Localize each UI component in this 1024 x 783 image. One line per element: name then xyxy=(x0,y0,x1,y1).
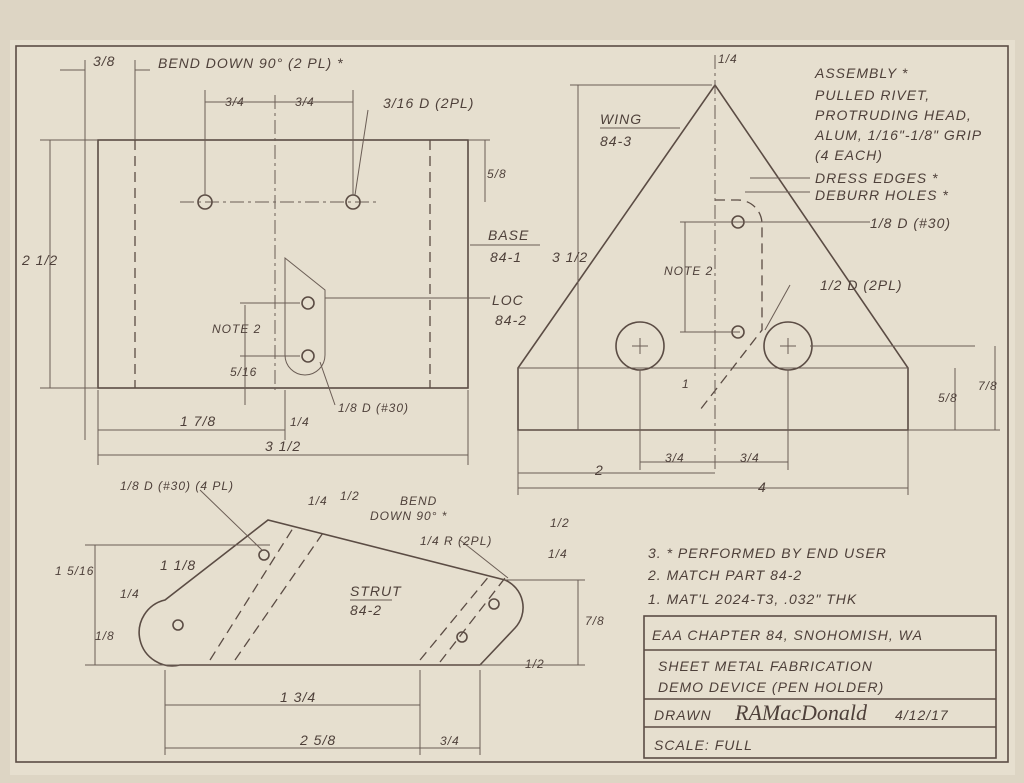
dim-base-width: 3 1/2 xyxy=(265,438,301,454)
loc-part-number: 84-2 xyxy=(495,312,527,328)
bend-note: BEND DOWN 90° (2 PL) * xyxy=(158,55,344,71)
loc-outline-hidden xyxy=(699,199,763,411)
dim-hole-from-top: 5/8 xyxy=(487,167,507,181)
dress-edges-note: DRESS EDGES * xyxy=(815,170,938,186)
dim-half-width: 2 xyxy=(594,462,604,478)
wing-large-hole-callout: 1/2 D (2PL) xyxy=(820,277,903,293)
dim-strut-right-b: 1/4 xyxy=(548,547,568,561)
dim-strut-right-a: 1/2 xyxy=(550,516,570,530)
note-2: 2. MATCH PART 84-2 xyxy=(647,567,802,583)
deburr-holes-note: DEBURR HOLES * xyxy=(815,187,949,203)
drawing-title-line-2: DEMO DEVICE (PEN HOLDER) xyxy=(658,679,884,695)
assembly-line: PROTRUDING HEAD, xyxy=(815,107,972,123)
wing-note-ref: NOTE 2 xyxy=(664,264,713,278)
dim-strut-top-a: 1/4 xyxy=(308,494,328,508)
dim-loc-from-left: 1 7/8 xyxy=(180,413,216,429)
base-outline xyxy=(97,139,469,389)
strut-part-number: 84-2 xyxy=(350,602,382,618)
drawing-title-line-1: SHEET METAL FABRICATION xyxy=(658,658,873,674)
drawn-date: 4/12/17 xyxy=(895,707,949,723)
dim-hole-right: 3/4 xyxy=(740,451,760,465)
title-block: EAA CHAPTER 84, SNOHOMISH, WA SHEET META… xyxy=(643,615,997,759)
base-view: 3/8 BEND DOWN 90° (2 PL) * 3/4 3/4 3/16 … xyxy=(21,53,540,465)
general-notes: 3. * PERFORMED BY END USER 2. MATCH PART… xyxy=(647,545,887,607)
sheet xyxy=(10,40,1015,775)
strut-bend-left xyxy=(209,524,296,661)
wing-view: 1/4 WING 84-3 3 1/2 NOTE 2 1/8 D (#30) 1… xyxy=(517,52,1000,495)
dim-strut-right-height: 7/8 xyxy=(585,614,605,628)
loc-hole-callout: 1/8 D (#30) xyxy=(338,401,409,415)
note-1: 1. MAT'L 2024-T3, .032" THK xyxy=(648,591,857,607)
dim-strut-left-len: 1 1/8 xyxy=(160,557,196,573)
dim-hole-height: 5/8 xyxy=(938,391,958,405)
strut-bend-note: BEND xyxy=(400,494,437,508)
strut-view: 1/8 D (#30) (4 PL) 1/4 1/2 BEND DOWN 90°… xyxy=(55,479,605,755)
wing-part-number: 84-3 xyxy=(600,133,632,149)
dim-strut-bottom-b: 2 5/8 xyxy=(299,732,336,748)
dim-loc-width: 1/4 xyxy=(290,415,310,429)
scale: SCALE: FULL xyxy=(654,737,753,753)
dim-hole-spacing-right: 3/4 xyxy=(295,95,315,109)
dim-hole-spacing: 1 xyxy=(682,377,690,391)
dim-strut-bottom-a: 1 3/4 xyxy=(280,689,316,705)
hole-callout: 3/16 D (2PL) xyxy=(383,95,474,111)
dim-strut-left-height: 1 5/16 xyxy=(55,564,94,578)
loc-part-name: LOC xyxy=(492,292,524,308)
dim-wing-width: 4 xyxy=(758,479,767,495)
drawn-label: DRAWN xyxy=(654,707,712,723)
dim-base-height: 7/8 xyxy=(978,379,998,393)
dim-strut-edge-b: 1/8 xyxy=(95,629,115,643)
base-part-name: BASE xyxy=(488,227,529,243)
wing-part-name: WING xyxy=(600,111,642,127)
note-ref: NOTE 2 xyxy=(212,322,261,336)
base-part-number: 84-1 xyxy=(490,249,522,265)
dim-strut-right-c: 1/2 xyxy=(525,657,545,671)
border xyxy=(15,45,1009,763)
dim-strut-top-b: 1/2 xyxy=(340,489,360,503)
dim-wing-height: 3 1/2 xyxy=(552,249,588,265)
dim-base-height: 2 1/2 xyxy=(21,252,58,268)
wing-small-hole-callout: 1/8 D (#30) xyxy=(870,215,951,231)
strut-part-name: STRUT xyxy=(350,583,402,599)
assembly-line: PULLED RIVET, xyxy=(815,87,930,103)
strut-bend-right xyxy=(419,574,491,661)
assembly-line: (4 EACH) xyxy=(815,147,883,163)
dim-loc-offset: 5/16 xyxy=(230,365,257,379)
assembly-title: ASSEMBLY * xyxy=(814,65,908,81)
strut-radius-callout: 1/4 R (2PL) xyxy=(420,534,492,548)
dim-hole-left: 3/4 xyxy=(665,451,685,465)
assembly-line: ALUM, 1/16"-1/8" GRIP xyxy=(814,127,982,143)
strut-hole-callout: 1/8 D (#30) (4 PL) xyxy=(120,479,234,493)
dim-strut-edge-a: 1/4 xyxy=(120,587,140,601)
drawn-by-signature: RAMacDonald xyxy=(734,700,868,725)
strut-outline xyxy=(138,519,524,667)
dim-bend-offset: 3/8 xyxy=(93,53,115,69)
dim-hole-spacing-left: 3/4 xyxy=(225,95,245,109)
dim-wing-top: 1/4 xyxy=(718,52,738,66)
organization: EAA CHAPTER 84, SNOHOMISH, WA xyxy=(652,627,923,643)
assembly-note: ASSEMBLY * PULLED RIVET, PROTRUDING HEAD… xyxy=(814,65,982,163)
wing-outline xyxy=(517,83,909,431)
strut-bend-note-2: DOWN 90° * xyxy=(370,509,447,523)
note-3: 3. * PERFORMED BY END USER xyxy=(648,545,887,561)
dim-strut-bottom-c: 3/4 xyxy=(440,734,460,748)
loc-outline xyxy=(284,256,326,376)
